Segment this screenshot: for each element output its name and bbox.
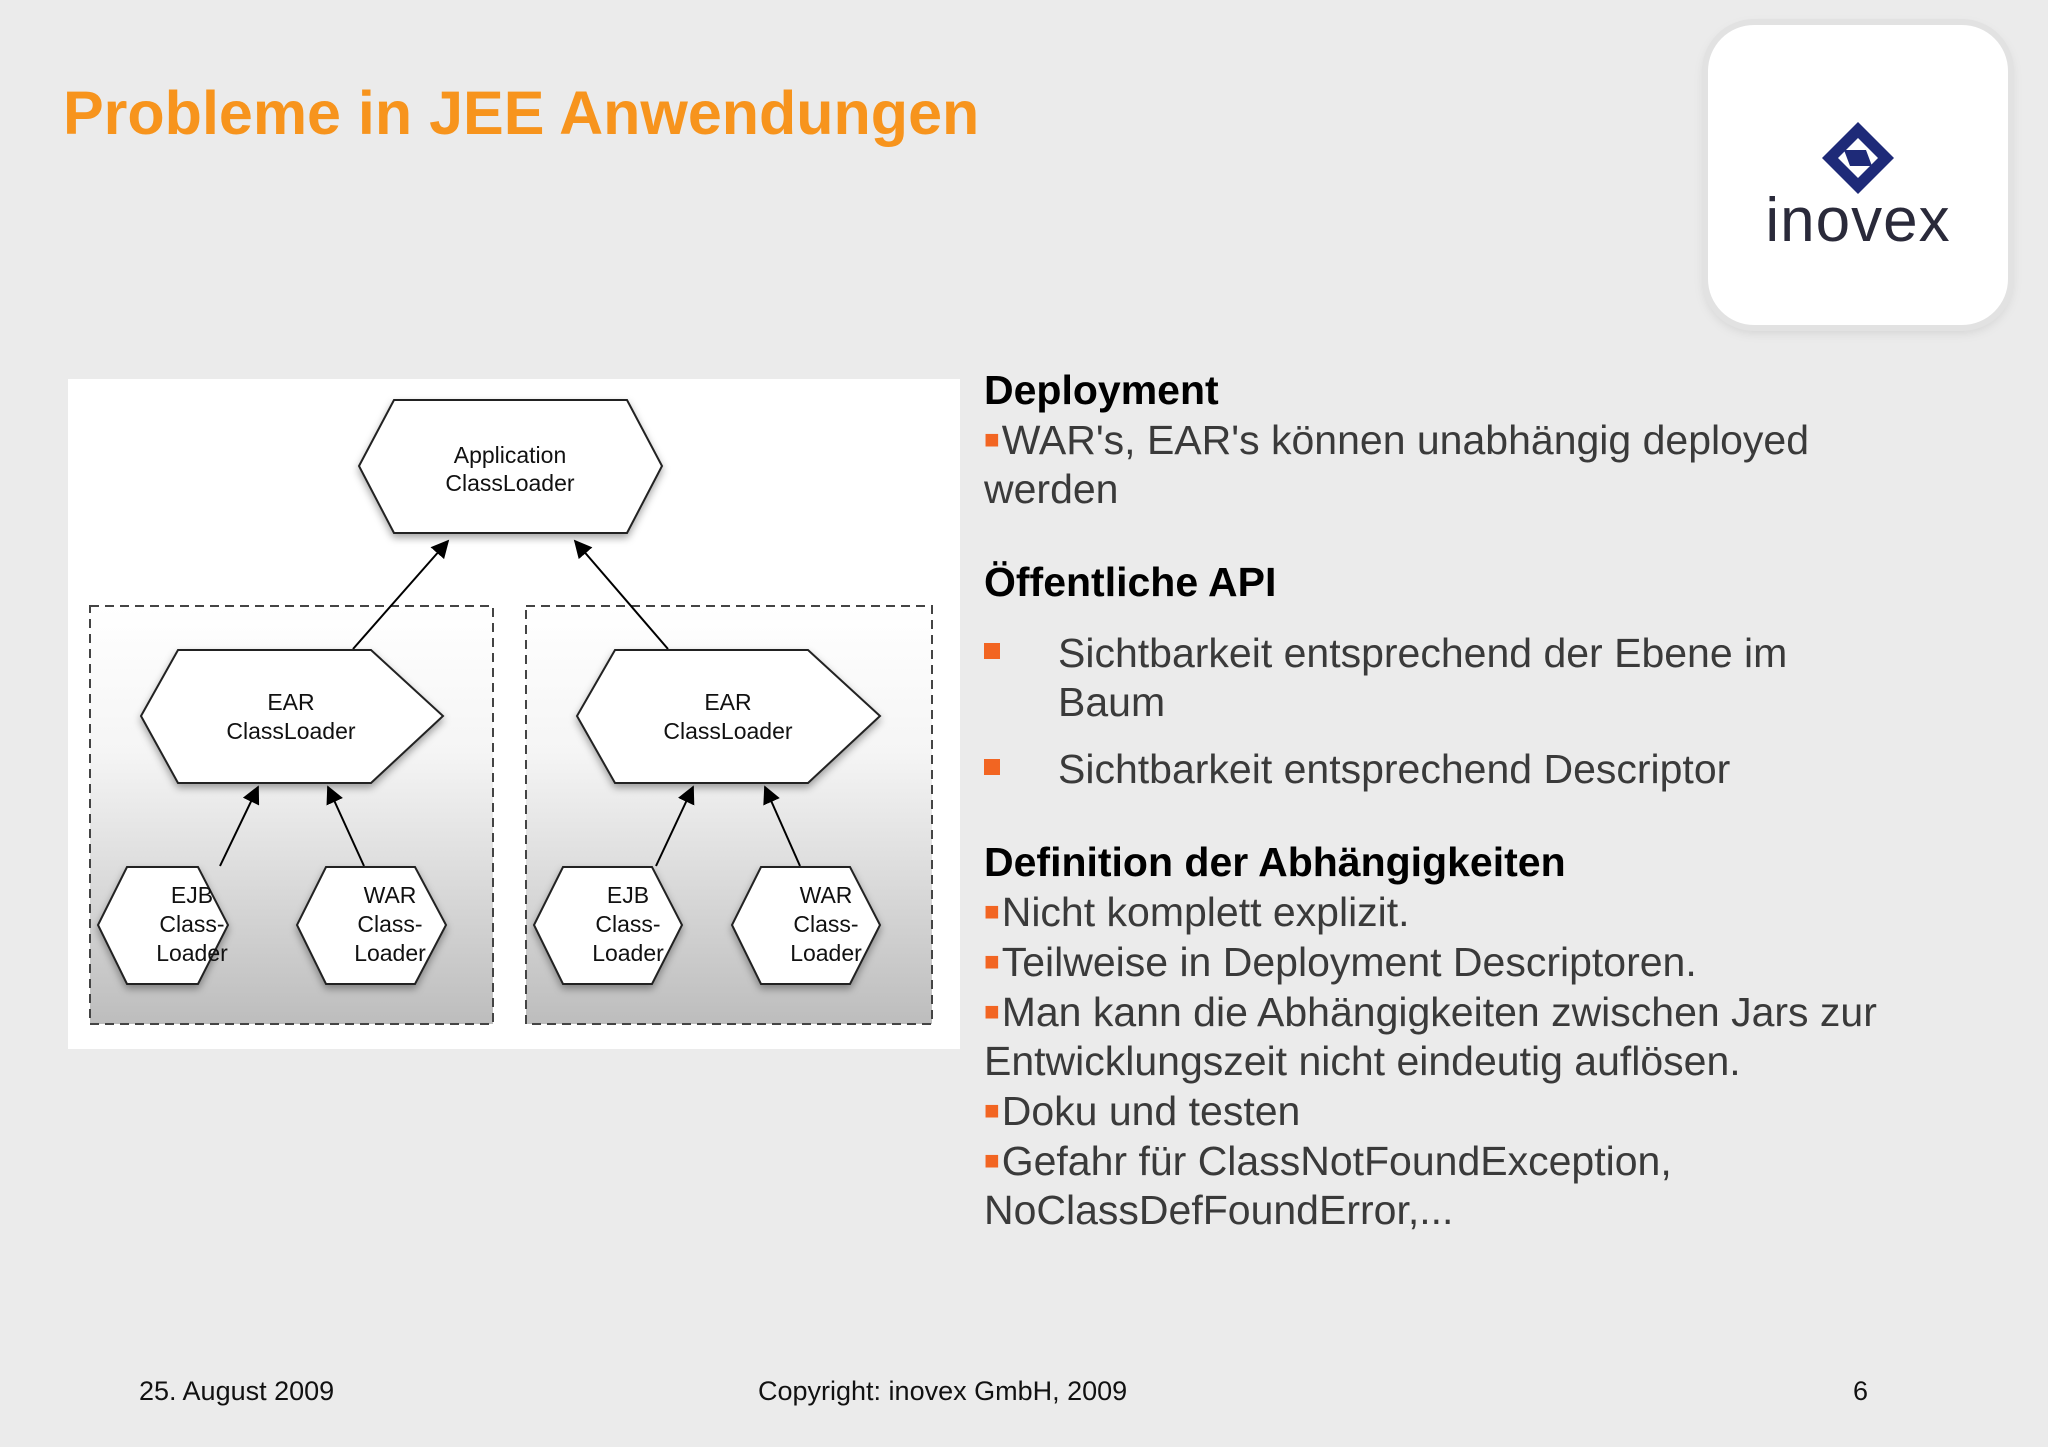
- bullet-square-icon: ■: [984, 1145, 1000, 1175]
- bullet-square-icon: [984, 759, 1000, 775]
- bullet-item: ■Nicht komplett explizit.: [984, 887, 1994, 937]
- ejb-classloader-node: [96, 866, 230, 985]
- bullet-square-icon: ■: [984, 896, 1000, 926]
- node-label: Class-: [357, 911, 422, 937]
- node-label: Loader: [592, 940, 664, 966]
- deployment-section: Deployment ■WAR's, EAR's können unabhäng…: [984, 366, 1994, 514]
- bullet-text: Sichtbarkeit entsprechend der Ebene im: [1058, 630, 1788, 676]
- bullet-item: Sichtbarkeit entsprechend der Ebene im B…: [984, 629, 1994, 727]
- node-label: Class-: [793, 911, 858, 937]
- footer-copyright: Copyright: inovex GmbH, 2009: [758, 1376, 1128, 1406]
- node-label: Application: [454, 442, 567, 468]
- bullet-item: ■Gefahr für ClassNotFoundException,: [984, 1136, 1994, 1186]
- node-label: Loader: [156, 940, 228, 966]
- bullet-item: ■Man kann die Abhängigkeiten zwischen Ja…: [984, 987, 1994, 1037]
- node-label: WAR: [800, 882, 853, 908]
- node-label: EJB: [607, 882, 649, 908]
- page-number: 6: [1853, 1376, 1869, 1406]
- bullet-item: ■WAR's, EAR's können unabhängig deployed: [984, 415, 1994, 465]
- logo-wordmark: inovex: [1765, 186, 1951, 255]
- node-label: WAR: [364, 882, 417, 908]
- bullet-item: Sichtbarkeit entsprechend Descriptor: [984, 745, 1994, 794]
- bullet-text: Baum: [1058, 679, 1166, 725]
- node-label: EAR: [704, 689, 751, 715]
- node-label: Class-: [159, 911, 224, 937]
- bullet-continuation: werden: [984, 466, 1119, 512]
- ear-classloader-node: [575, 649, 882, 784]
- node-label: ClassLoader: [445, 470, 574, 496]
- company-logo: inovex: [1708, 25, 2008, 325]
- bullet-square-icon: [984, 643, 1000, 659]
- bullet-square-icon: ■: [984, 946, 1000, 976]
- section-heading: Deployment: [984, 367, 1219, 413]
- bullet-text: Sichtbarkeit entsprechend Descriptor: [1058, 746, 1731, 792]
- bullet-continuation: NoClassDefFoundError,...: [984, 1187, 1454, 1233]
- slide-content: Deployment ■WAR's, EAR's können unabhäng…: [984, 366, 1994, 1235]
- bullet-square-icon: ■: [984, 1095, 1000, 1125]
- node-label: Loader: [354, 940, 426, 966]
- footer-date: 25. August 2009: [139, 1376, 335, 1406]
- bullet-text: Nicht komplett explizit.: [1001, 889, 1410, 935]
- bullet-square-icon: ■: [984, 996, 1000, 1026]
- node-label: EAR: [267, 689, 314, 715]
- application-classloader-node: [357, 399, 664, 534]
- slide-title: Probleme in JEE Anwendungen: [63, 79, 980, 147]
- node-label: EJB: [171, 882, 213, 908]
- bullet-text: Man kann die Abhängigkeiten zwischen Jar…: [1001, 989, 1877, 1035]
- node-label: ClassLoader: [663, 718, 792, 744]
- war-classloader-node: [730, 866, 882, 985]
- section-heading: Definition der Abhängigkeiten: [984, 839, 1566, 885]
- inovex-diamond-icon: [1822, 122, 1894, 194]
- war-classloader-node: [295, 866, 448, 985]
- bullet-text: WAR's, EAR's können unabhängig deployed: [1001, 417, 1810, 463]
- classloader-diagram: Application ClassLoader EAR ClassLoader …: [68, 379, 960, 1049]
- bullet-text: Teilweise in Deployment Descriptoren.: [1001, 939, 1697, 985]
- bullet-item: ■Teilweise in Deployment Descriptoren.: [984, 937, 1994, 987]
- node-label: Class-: [595, 911, 660, 937]
- bullet-text: Gefahr für ClassNotFoundException,: [1001, 1138, 1672, 1184]
- node-label: Loader: [790, 940, 862, 966]
- bullet-continuation: Entwicklungszeit nicht eindeutig auflöse…: [984, 1038, 1741, 1084]
- ejb-classloader-node: [532, 866, 684, 985]
- bullet-text: Doku und testen: [1001, 1088, 1301, 1134]
- node-label: ClassLoader: [226, 718, 355, 744]
- bullet-item: ■Doku und testen: [984, 1086, 1994, 1136]
- dependencies-section: Definition der Abhängigkeiten ■Nicht kom…: [984, 838, 1994, 1235]
- section-heading: Öffentliche API: [984, 559, 1277, 605]
- bullet-square-icon: ■: [984, 424, 1000, 454]
- api-section: Öffentliche API Sichtbarkeit entsprechen…: [984, 558, 1994, 794]
- ear-classloader-node: [139, 649, 445, 784]
